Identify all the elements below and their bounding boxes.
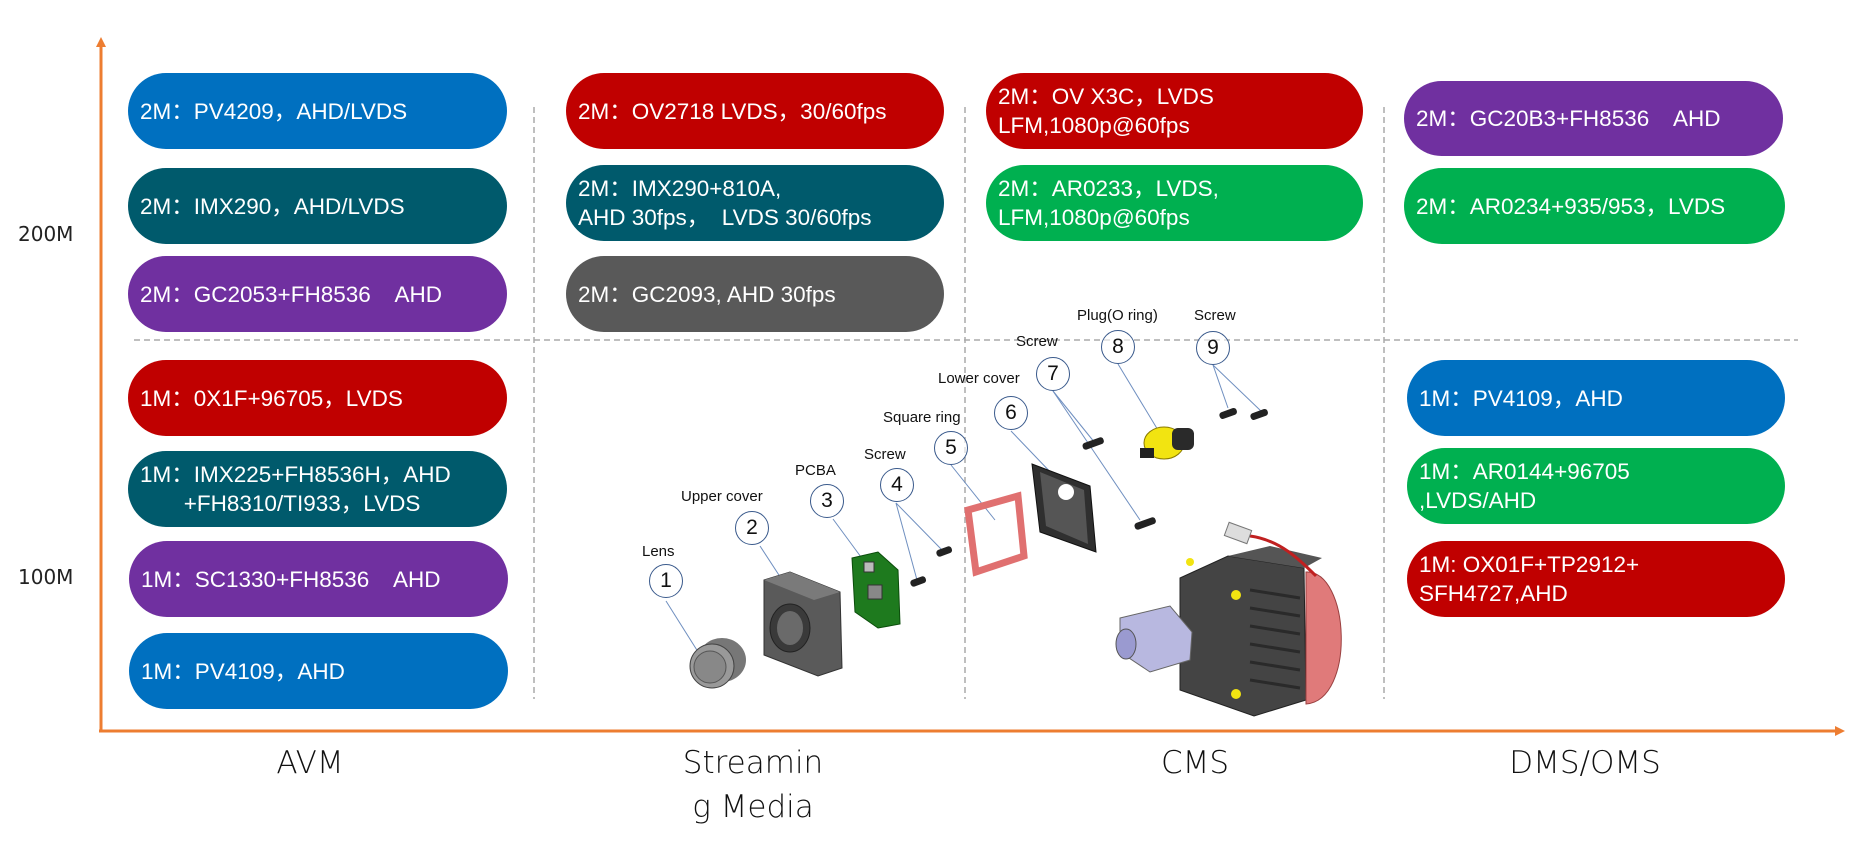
sensor-pill: 2M：IMX290，AHD/LVDS: [128, 168, 507, 244]
screw-part: [910, 546, 953, 587]
x-category-dms-oms: DMS/OMS: [1509, 745, 1661, 781]
callout-2: 2: [735, 511, 769, 545]
sensor-pill: 1M：IMX225+FH8536H，AHD +FH8310/TI933，LVDS: [128, 451, 507, 527]
lens-part: [689, 638, 746, 689]
lower-cover-part: [1031, 463, 1097, 553]
upper-cover-part: [763, 571, 843, 677]
sensor-pill: 1M：SC1330+FH8536 AHD: [129, 541, 508, 617]
callout-7: 7: [1036, 357, 1070, 391]
callout-5: 5: [934, 431, 968, 465]
sensor-pill: 1M：PV4109，AHD: [1407, 360, 1785, 436]
sensor-pill: 1M: OX01F+TP2912+ SFH4727,AHD: [1407, 541, 1785, 617]
sensor-pill: 2M：IMX290+810A, AHD 30fps， LVDS 30/60fps: [566, 165, 944, 241]
x-category-avm: AVM: [276, 745, 344, 781]
part-label-pcba: PCBA: [795, 462, 836, 479]
part-label-screw: Screw: [1194, 307, 1236, 324]
screw-part: [1219, 407, 1268, 420]
callout-4: 4: [880, 468, 914, 502]
sensor-pill: 2M：GC2053+FH8536 AHD: [128, 256, 507, 332]
x-category-cms: CMS: [1160, 745, 1230, 781]
sensor-pill: 1M：0X1F+96705，LVDS: [128, 360, 507, 436]
screw-part: [1082, 437, 1156, 530]
y-tick-100m: 100M: [18, 565, 74, 589]
sensor-pill: 2M：OV X3C，LVDS LFM,1080p@60fps: [986, 73, 1363, 149]
callout-6: 6: [994, 396, 1028, 430]
sensor-pill: 1M：PV4109，AHD: [129, 633, 508, 709]
sensor-pill: 2M：GC2093, AHD 30fps: [566, 256, 944, 332]
part-label-upper-cover: Upper cover: [681, 488, 763, 505]
part-label-lower-cover: Lower cover: [938, 370, 1020, 387]
callout-3: 3: [810, 484, 844, 518]
part-label-lens: Lens: [642, 543, 675, 560]
callout-9: 9: [1196, 331, 1230, 365]
square-ring-part: [964, 491, 1028, 577]
camera-body-part: [1115, 521, 1342, 717]
sensor-pill: 2M：AR0234+935/953，LVDS: [1404, 168, 1785, 244]
x-category-streaming-media: Streamin g Media: [682, 745, 824, 825]
plug-part: [1140, 426, 1194, 460]
sensor-pill: 2M：GC20B3+FH8536 AHD: [1404, 81, 1783, 156]
sensor-pill: 2M：AR0233，LVDS, LFM,1080p@60fps: [986, 165, 1363, 241]
sensor-pill: 2M：PV4209，AHD/LVDS: [128, 73, 507, 149]
part-label-square-ring: Square ring: [883, 409, 961, 426]
sensor-pill: 2M：OV2718 LVDS，30/60fps: [566, 73, 944, 149]
part-label-screw: Screw: [864, 446, 906, 463]
callout-8: 8: [1101, 330, 1135, 364]
callout-1: 1: [649, 564, 683, 598]
sensor-pill: 1M：AR0144+96705 ,LVDS/AHD: [1407, 448, 1785, 524]
part-label-screw: Screw: [1016, 333, 1058, 350]
pcba-part: [851, 551, 901, 629]
part-label-plug: Plug(O ring): [1077, 307, 1158, 324]
y-tick-200m: 200M: [18, 222, 74, 246]
